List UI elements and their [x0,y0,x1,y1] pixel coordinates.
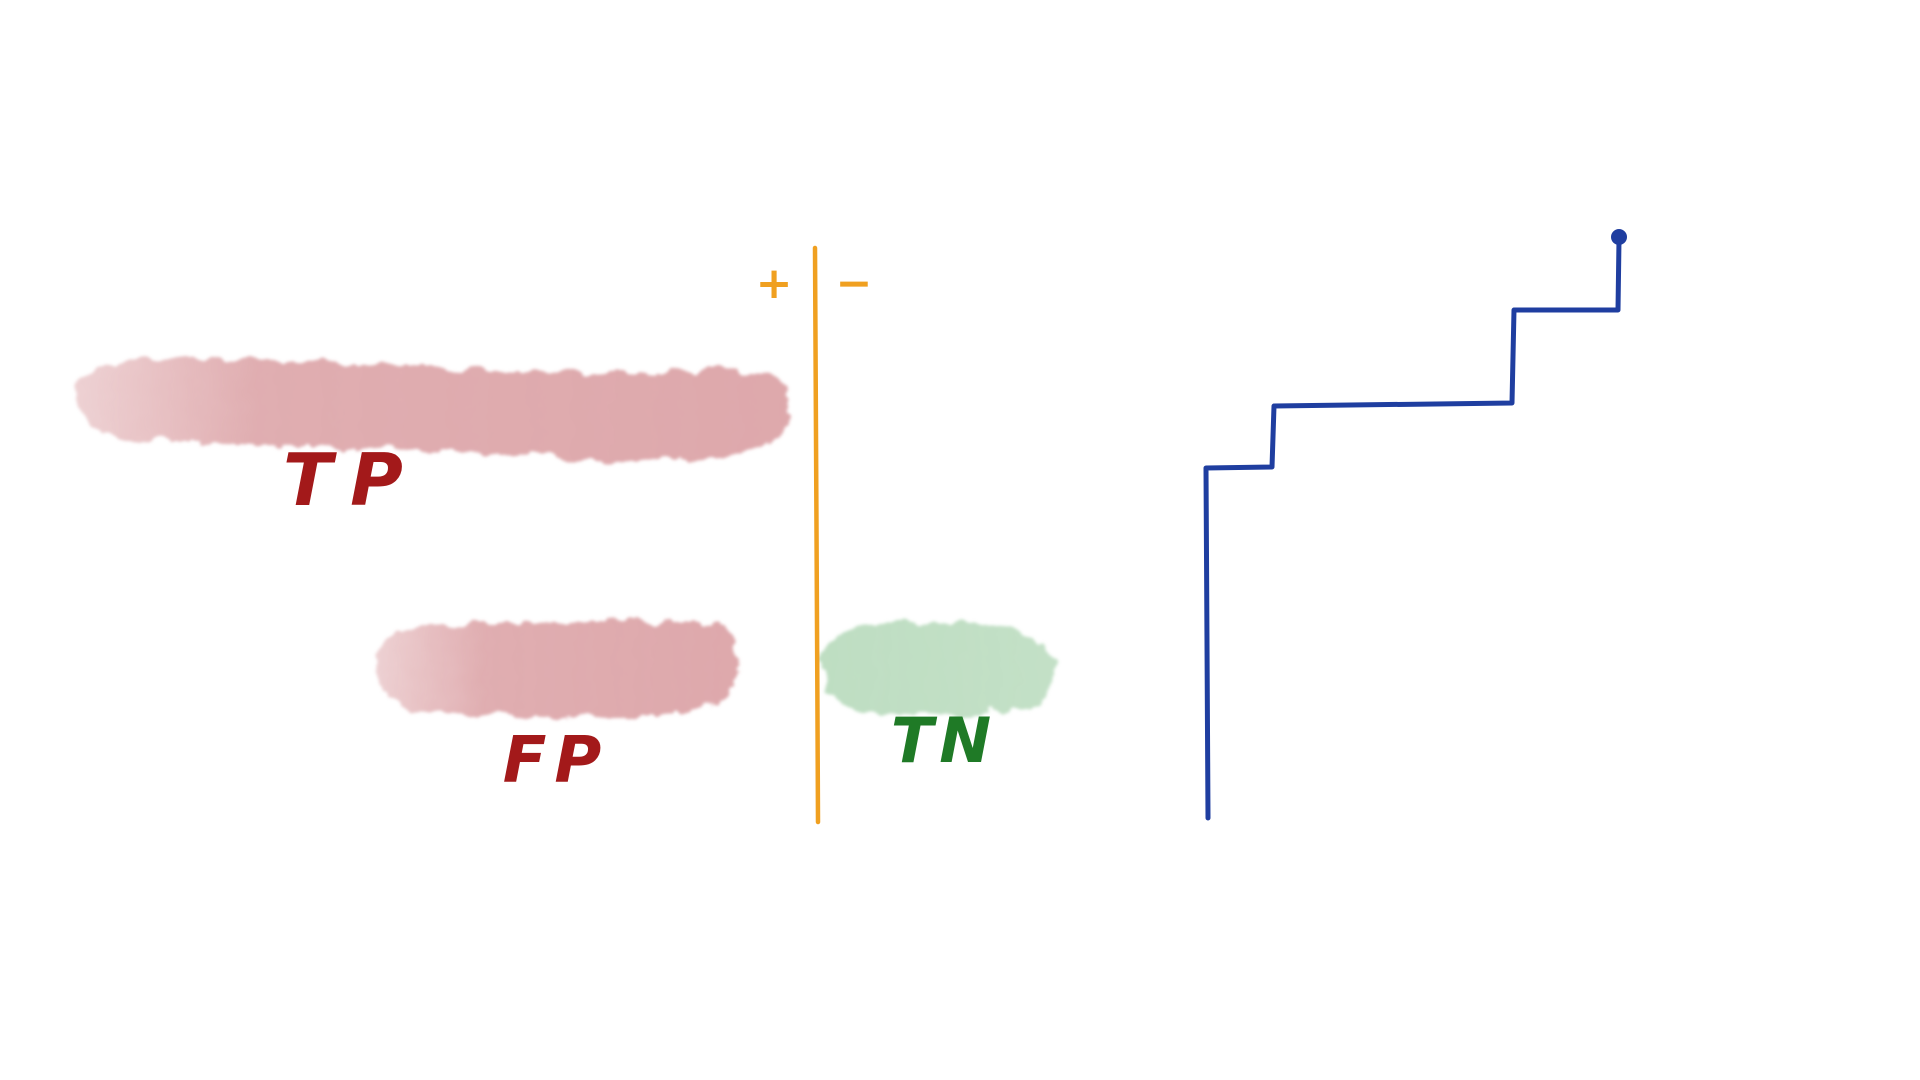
tp-label: TP [283,438,421,522]
fp-band [375,621,739,717]
tp-band [77,359,793,461]
step-curve-endpoint [1611,229,1627,245]
plus-sign: + [756,258,793,309]
fp-label: FP [503,724,610,798]
minus-sign: − [836,258,873,309]
threshold-line [812,245,821,825]
tn-band [821,621,1055,715]
step-curve [1203,237,1622,821]
tn-label: TN [891,704,997,777]
